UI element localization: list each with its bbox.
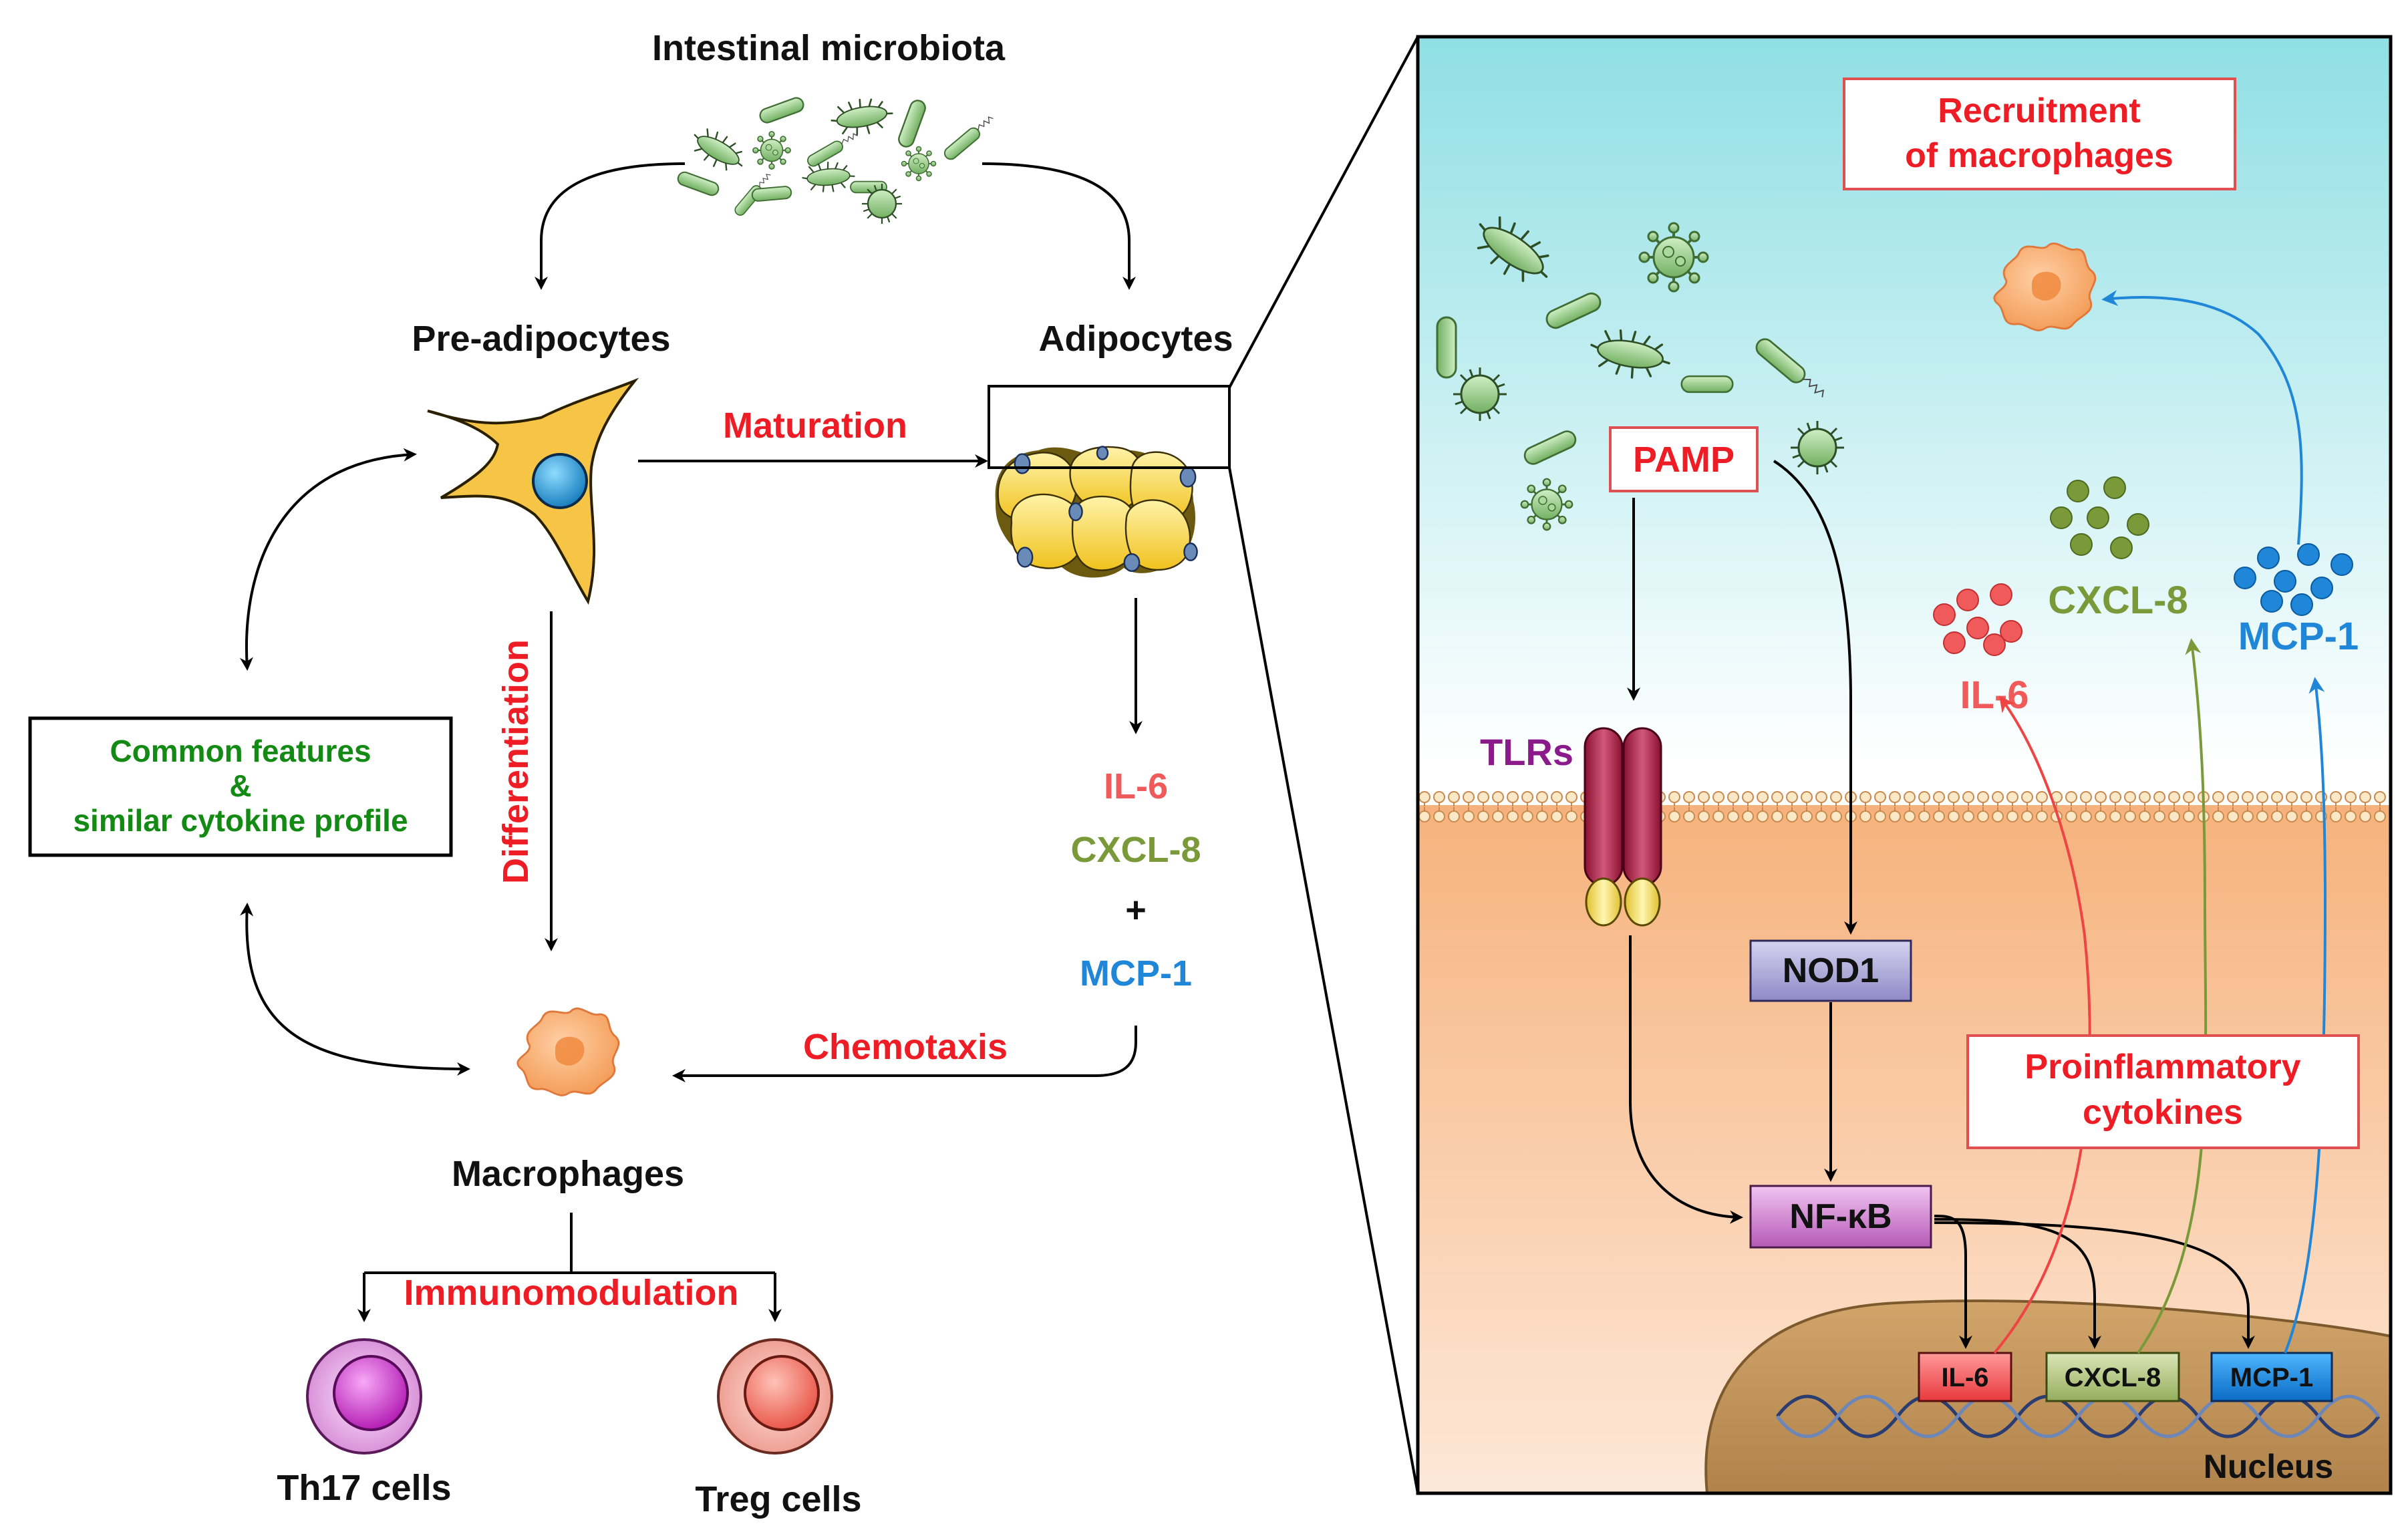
proinflammatory-label-1: Proinflammatory [2024, 1048, 2300, 1086]
immunomodulation-label: Immunomodulation [404, 1273, 739, 1313]
gene-cxcl8-box [2045, 1352, 2180, 1402]
arrow-to-adipocytes [982, 162, 1136, 290]
mcp1-secretion-arrow [2284, 677, 2327, 1354]
common-features-line-1: Common features [110, 734, 371, 768]
immunomodulation-arrows [357, 1213, 782, 1322]
gene-mcp1-label: MCP-1 [2230, 1363, 2313, 1392]
zoom-line-top [1228, 36, 1419, 388]
nod1-label: NOD1 [1783, 951, 1879, 990]
right-panel-border [1416, 35, 2393, 1495]
common-features-line-2: & [229, 768, 251, 803]
th17-cell-icon [306, 1338, 422, 1455]
gene-mcp1-box [2210, 1352, 2333, 1402]
nod1-box [1749, 939, 1912, 1002]
chemotaxis-label: Chemotaxis [803, 1027, 1008, 1067]
zoom-box [988, 385, 1231, 469]
il6-cytokine-label: IL-6 [1960, 673, 2028, 717]
macrophage-icon [516, 1007, 620, 1096]
cxcl8-secretion-arrow [2137, 638, 2208, 1354]
recruitment-box [1843, 78, 2236, 190]
microbiota-cluster-icon [675, 94, 998, 225]
plus-label: + [1125, 890, 1147, 930]
right-panel: Recruitment of macrophages PAMP IL-6 CXC… [1416, 35, 2393, 1495]
common-features-box [28, 716, 453, 857]
intestinal-microbiota-title: Intestinal microbiota [652, 28, 1006, 68]
gene-cxcl8-label: CXCL-8 [2065, 1363, 2161, 1392]
th17-label: Th17 cells [277, 1468, 451, 1508]
tlrs-label: TLRs [1480, 731, 1573, 773]
recruitment-label-1: Recruitment [1938, 92, 2140, 130]
proinflammatory-label-2: cytokines [2083, 1093, 2243, 1132]
gene-il6-box [1918, 1352, 2012, 1402]
il6-secretion-arrow [1993, 696, 2091, 1354]
gene-il6-label: IL-6 [1941, 1363, 1988, 1392]
mcp1-cytokine-label: MCP-1 [2238, 615, 2359, 658]
preadipocytes-label: Pre-adipocytes [412, 319, 670, 359]
recruitment-label-2: of macrophages [1905, 136, 2173, 175]
cxcl8-label: CXCL-8 [1070, 830, 1201, 870]
differentiation-label: Differentiation [496, 639, 536, 884]
cxcl8-particles [2050, 476, 2149, 559]
preadipocyte-cell-icon [427, 377, 639, 605]
il6-particles [1933, 583, 2022, 656]
mcp1-particles [2234, 543, 2353, 616]
arrow-to-preadipocytes [535, 162, 686, 290]
il6-label: IL-6 [1104, 766, 1168, 806]
nfkb-label: NF-κB [1789, 1197, 1892, 1236]
nfkb-box [1749, 1185, 1932, 1249]
adipocytes-label: Adipocytes [1038, 319, 1233, 359]
recruitment-arrow [2101, 290, 2303, 545]
treg-cell-icon [717, 1338, 833, 1455]
proinflammatory-box [1966, 1034, 2360, 1149]
bidirectional-arrow-bottom [240, 903, 470, 1076]
zoom-line-bottom [1228, 467, 1419, 1494]
nucleus-label: Nucleus [2204, 1448, 2334, 1485]
left-panel: Intestinal microbiota Pre-adipocytes Adi… [28, 28, 1233, 1519]
macrophages-label: Macrophages [452, 1154, 684, 1194]
chemotaxis-arrow [672, 1026, 1137, 1082]
tlr-receptor-icon [1584, 727, 1662, 927]
adipocyte-cluster-icon [994, 446, 1198, 579]
common-features-line-3: similar cytokine profile [73, 803, 408, 838]
maturation-label: Maturation [723, 406, 907, 446]
bidirectional-arrow-top [239, 448, 417, 671]
mcp1-label: MCP-1 [1080, 953, 1192, 993]
cxcl8-cytokine-label: CXCL-8 [2048, 579, 2188, 622]
pamp-label: PAMP [1633, 440, 1735, 480]
pamp-box [1609, 426, 1759, 492]
treg-label: Treg cells [695, 1479, 861, 1519]
